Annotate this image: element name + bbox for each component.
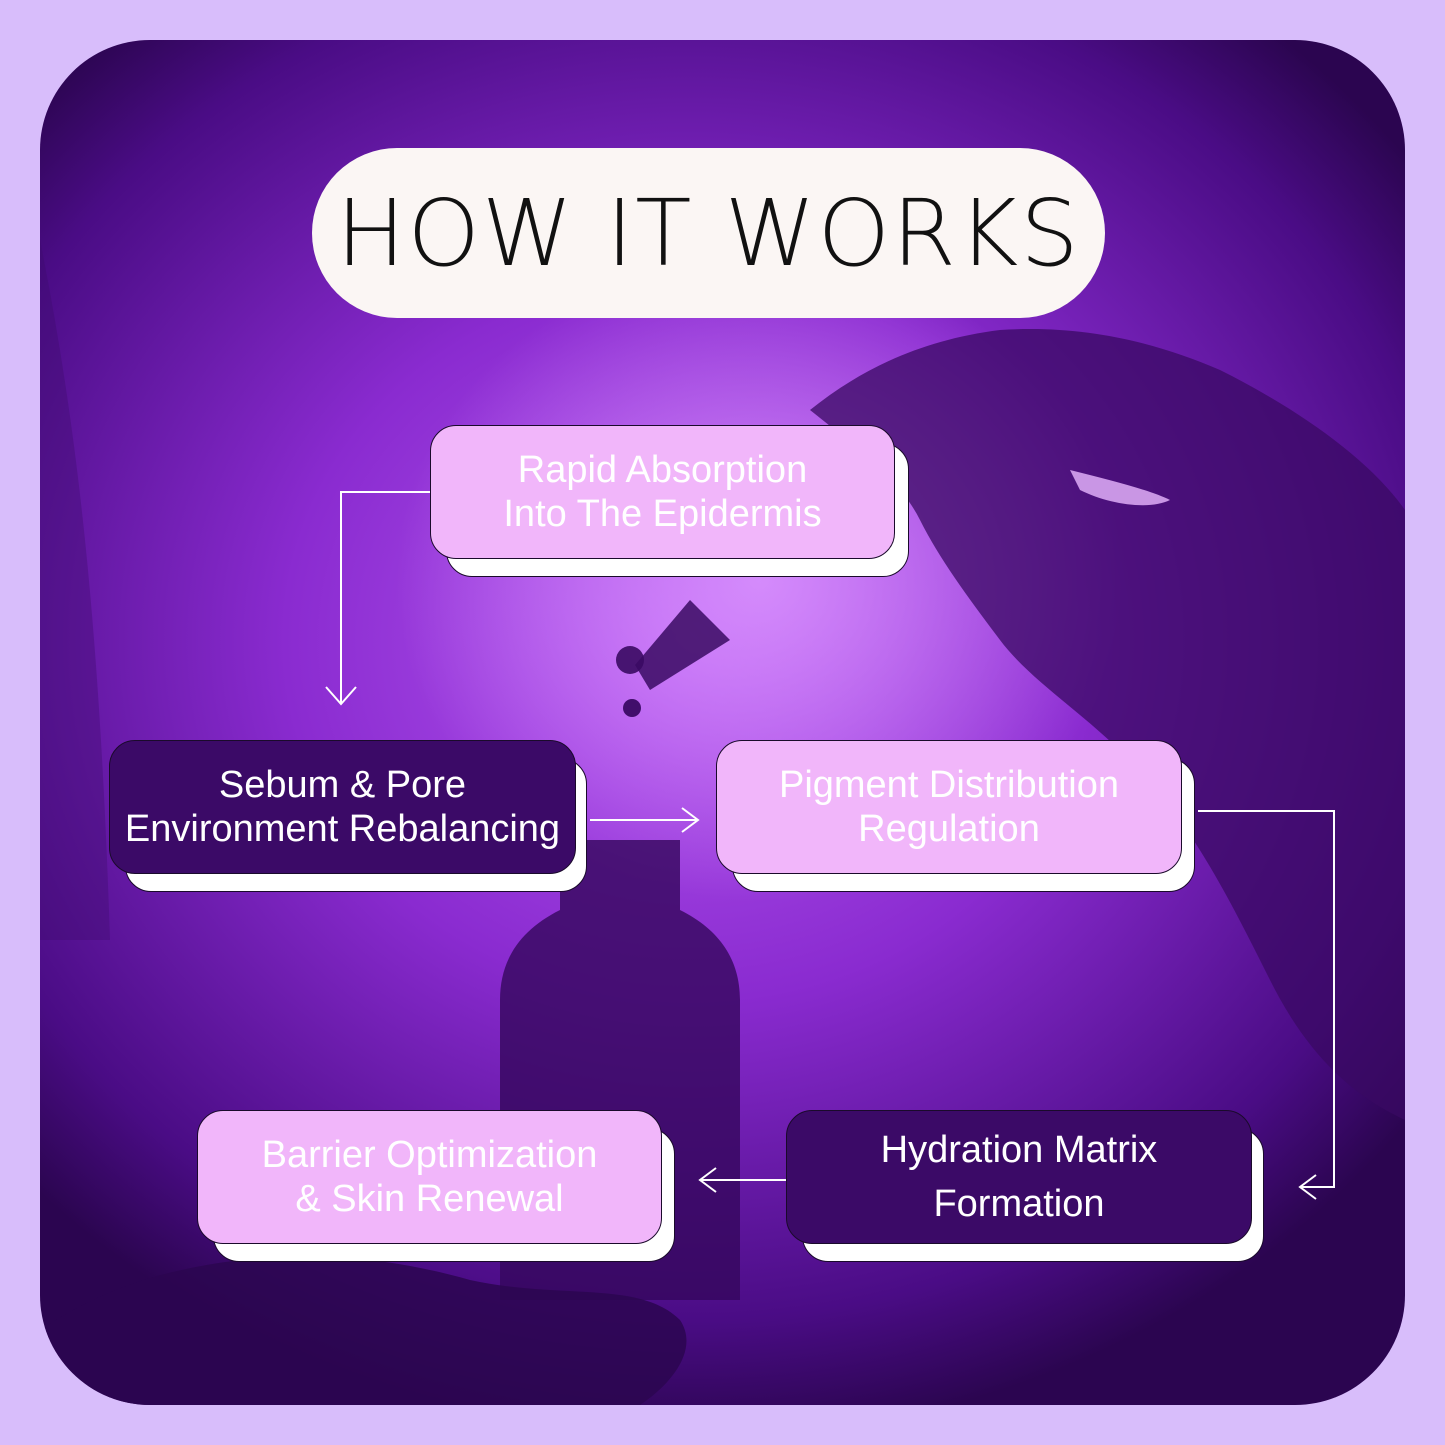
step-3-card: Pigment Distribution Regulation — [716, 740, 1182, 874]
dropper-silhouette — [635, 600, 730, 690]
hand-silhouette-bottom — [40, 1256, 687, 1405]
step-4-line-1: Hydration Matrix — [880, 1129, 1158, 1171]
step-2-line-2: Environment Rebalancing — [124, 808, 561, 850]
step-5-line-1: Barrier Optimization — [261, 1134, 598, 1176]
step-4-card: Hydration Matrix Formation — [786, 1110, 1252, 1244]
step-5-line-2: & Skin Renewal — [295, 1178, 564, 1220]
step-4-line-2: Formation — [933, 1183, 1105, 1225]
page-title: HOW IT WORKS — [336, 179, 1081, 287]
step-5-card: Barrier Optimization & Skin Renewal — [197, 1110, 662, 1244]
step-1-line-1: Rapid Absorption — [517, 449, 808, 491]
step-2-card: Sebum & Pore Environment Rebalancing — [109, 740, 576, 874]
step-2-line-1: Sebum & Pore — [218, 764, 467, 806]
hand-silhouette-top — [810, 329, 1405, 1120]
step-1-line-2: Into The Epidermis — [503, 493, 822, 535]
step-3-line-1: Pigment Distribution — [778, 764, 1120, 806]
step-3-line-2: Regulation — [858, 808, 1040, 850]
title-pill: HOW IT WORKS — [312, 148, 1105, 318]
step-1-card: Rapid Absorption Into The Epidermis — [430, 425, 895, 559]
